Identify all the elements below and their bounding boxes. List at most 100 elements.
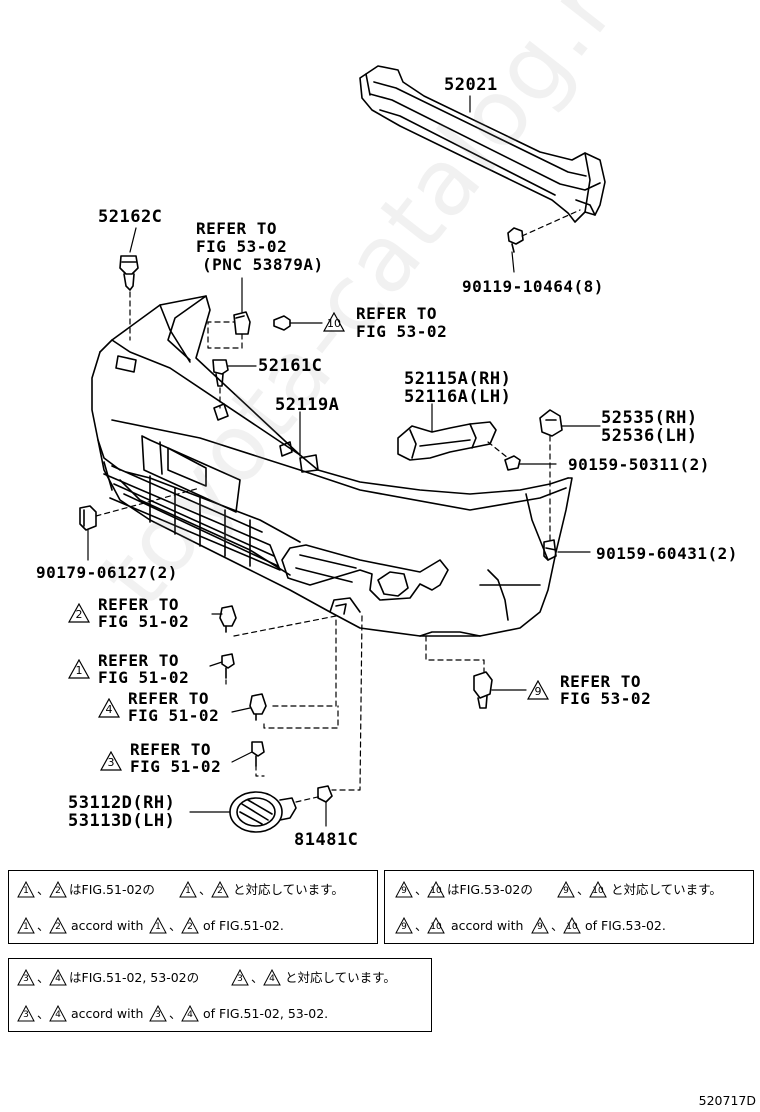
refer3-line2[interactable]: FIG 51-02: [130, 757, 222, 776]
refer10-line1: REFER TO: [356, 304, 438, 323]
bolt-90119-drawing: [507, 227, 524, 253]
bolt-ref3-drawing: [251, 741, 265, 767]
note3-tri-a: 3: [17, 969, 35, 986]
note3-en-tri-b: 4: [49, 1005, 67, 1022]
note3-en-tri-d: 4: [181, 1005, 199, 1022]
note3-en-tri-a: 3: [17, 1005, 35, 1022]
label-81481c[interactable]: 81481C: [294, 830, 359, 850]
note2-en-tri-a: 9: [395, 917, 413, 934]
bumper-cover-drawing: [91, 295, 573, 637]
note3-tri-b: 4: [49, 969, 67, 986]
label-52161c[interactable]: 52161C: [258, 356, 323, 376]
note1-en-tri-c: 1: [149, 917, 167, 934]
ref-triangle-9: 9: [527, 680, 549, 700]
label-90159-50311[interactable]: 90159-50311(2): [568, 455, 710, 474]
note3-en-end[interactable]: of FIG.51-02, 53-02.: [203, 1006, 329, 1021]
ref-triangle-3: 3: [100, 751, 122, 771]
note1-tri-d: 2: [211, 881, 229, 898]
note-box-fig51-53: 3 、 4 はFIG.51-02, 53-02の 3 、 4 と対応しています。…: [8, 958, 432, 1032]
note1-en-tri-a: 1: [17, 917, 35, 934]
refer3-line1: REFER TO: [130, 740, 212, 759]
label-90179-06127[interactable]: 90179-06127(2): [36, 563, 178, 582]
refer9-line2[interactable]: FIG 53-02: [560, 689, 652, 708]
diagram-code: 520717D: [698, 1093, 756, 1108]
refer2-line1: REFER TO: [98, 595, 180, 614]
note1-jp-mid: はFIG.51-02の: [69, 882, 155, 897]
note3-en-row: 3 、 4 accord with 3 、 4 of FIG.51-02, 53…: [9, 999, 431, 1029]
screw-90159-50311-drawing: [504, 455, 521, 471]
label-53112d[interactable]: 53112D(RH): [68, 793, 176, 813]
refer4-line1: REFER TO: [128, 689, 210, 708]
note-box-fig51: 1 、 2 はFIG.51-02の 1 、 2 と対応しています。 1 、 2 …: [8, 870, 378, 944]
bumper-reinforcement-drawing: [359, 65, 606, 223]
bumper-side-support-drawing: [397, 421, 497, 461]
note1-jp-end: と対応しています。: [233, 882, 344, 897]
fog-lamp-cover-drawing: [229, 791, 297, 833]
refer-pnc-line1: REFER TO: [196, 219, 278, 238]
label-52162c[interactable]: 52162C: [98, 207, 163, 227]
note2-tri-d: 10: [589, 881, 607, 898]
clip-53879a-drawing: [233, 311, 251, 335]
refer10-line2[interactable]: FIG 53-02: [356, 322, 448, 341]
screw-ref10-drawing: [273, 315, 323, 331]
nut-90179-drawing: [79, 505, 97, 531]
label-53113d[interactable]: 53113D(LH): [68, 811, 176, 831]
note3-jp-row: 3 、 4 はFIG.51-02, 53-02の 3 、 4 と対応しています。: [9, 963, 431, 993]
note1-en-mid: accord with: [71, 918, 144, 933]
note2-en-tri-b: 10: [427, 917, 445, 934]
label-52535[interactable]: 52535(RH): [601, 408, 698, 428]
note1-en-end[interactable]: of FIG.51-02.: [203, 918, 284, 933]
note2-en-tri-d: 10: [563, 917, 581, 934]
note2-jp-end: と対応しています。: [611, 882, 722, 897]
ref-triangle-2: 2: [68, 603, 90, 623]
bolt-ref1-drawing: [221, 653, 235, 679]
note2-tri-a: 9: [395, 881, 413, 898]
label-52116a[interactable]: 52116A(LH): [404, 387, 512, 407]
note1-en-row: 1 、 2 accord with 1 、 2 of FIG.51-02.: [9, 911, 377, 941]
ref-triangle-10: 10: [323, 312, 345, 332]
note1-en-tri-b: 2: [49, 917, 67, 934]
label-52115a[interactable]: 52115A(RH): [404, 369, 512, 389]
note2-tri-c: 9: [557, 881, 575, 898]
note-box-fig53: 9 、 10 はFIG.53-02の 9 、 10 と対応しています。 9 、 …: [384, 870, 754, 944]
note1-tri-a: 1: [17, 881, 35, 898]
note2-jp-row: 9 、 10 はFIG.53-02の 9 、 10 と対応しています。: [385, 875, 753, 905]
note3-tri-d: 4: [263, 969, 281, 986]
note1-tri-b: 2: [49, 881, 67, 898]
clip-ref9-drawing: [473, 671, 493, 709]
note2-en-row: 9 、 10 accord with 9 、 10 of FIG.53-02.: [385, 911, 753, 941]
ref-triangle-1: 1: [68, 659, 90, 679]
clip-ref4-drawing: [249, 693, 267, 721]
label-52119a[interactable]: 52119A: [275, 395, 340, 415]
note3-jp-end: と対応しています。: [285, 970, 396, 985]
note3-en-tri-c: 3: [149, 1005, 167, 1022]
refer1-line1: REFER TO: [98, 651, 180, 670]
note3-tri-c: 3: [231, 969, 249, 986]
refer4-line2[interactable]: FIG 51-02: [128, 706, 220, 725]
note2-jp-mid: はFIG.53-02の: [447, 882, 533, 897]
note2-en-mid: accord with: [451, 918, 524, 933]
refer9-line1: REFER TO: [560, 672, 642, 691]
pin-52162c-drawing: [119, 255, 139, 291]
note1-tri-c: 1: [179, 881, 197, 898]
label-52021[interactable]: 52021: [444, 75, 498, 95]
retainer-52161c-drawing: [212, 359, 229, 387]
note3-jp-mid: はFIG.51-02, 53-02の: [69, 970, 200, 985]
refer-pnc-line3: (PNC 53879A): [202, 255, 324, 274]
spacer-52535-drawing: [539, 409, 563, 437]
note1-jp-row: 1 、 2 はFIG.51-02の 1 、 2 と対応しています。: [9, 875, 377, 905]
label-90119-10464[interactable]: 90119-10464(8): [462, 277, 604, 296]
refer1-line2[interactable]: FIG 51-02: [98, 668, 190, 687]
note2-en-tri-c: 9: [531, 917, 549, 934]
note1-en-tri-d: 2: [181, 917, 199, 934]
screw-90159-60431-drawing: [543, 539, 557, 561]
label-52536[interactable]: 52536(LH): [601, 426, 698, 446]
refer-pnc-line2[interactable]: FIG 53-02: [196, 237, 288, 256]
clip-ref2-drawing: [219, 605, 237, 633]
note2-tri-b: 10: [427, 881, 445, 898]
refer2-line2[interactable]: FIG 51-02: [98, 612, 190, 631]
fog-clip-81481c-drawing: [317, 785, 333, 803]
label-90159-60431[interactable]: 90159-60431(2): [596, 544, 738, 563]
note2-en-end[interactable]: of FIG.53-02.: [585, 918, 666, 933]
